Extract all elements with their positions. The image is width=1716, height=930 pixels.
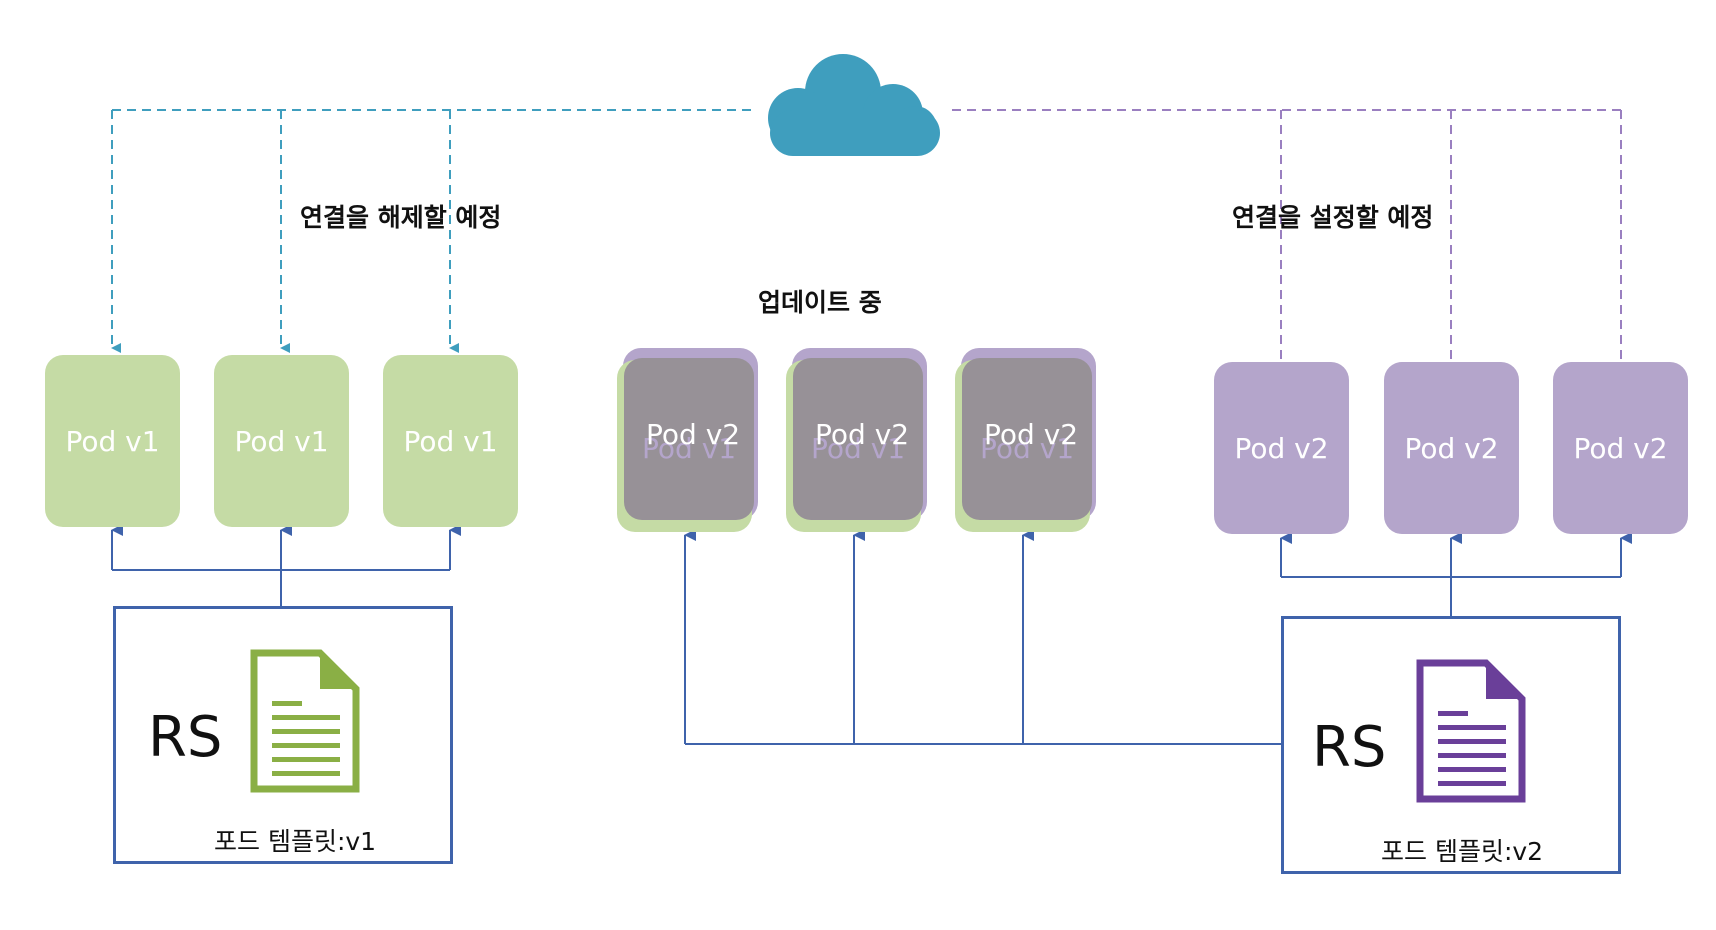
connect-links bbox=[952, 109, 1622, 360]
rs-right-links bbox=[1280, 532, 1632, 616]
document-icon bbox=[1416, 659, 1526, 803]
rs-left-links bbox=[111, 524, 461, 606]
pod-v1-2: Pod v1 bbox=[214, 355, 349, 527]
pod-transition-1-old-label: Pod v1 bbox=[642, 432, 737, 465]
cloud-icon bbox=[768, 54, 940, 156]
pod-transition-1-new-label: Pod v2 bbox=[646, 418, 741, 451]
pod-transition-3-new-label: Pod v2 bbox=[984, 418, 1079, 451]
pod-v2-2: Pod v2 bbox=[1384, 362, 1519, 534]
pod-transition-2-old-label: Pod v1 bbox=[811, 432, 906, 465]
rs-v1-template: 포드 템플릿:v1 bbox=[214, 827, 377, 856]
pod-v2-1: Pod v2 bbox=[1214, 362, 1349, 534]
rs-v2-template: 포드 템플릿:v2 bbox=[1381, 837, 1544, 866]
pod-v1-3: Pod v1 bbox=[383, 355, 518, 527]
pod-v2-3: Pod v2 bbox=[1553, 362, 1688, 534]
connect-label: 연결을 설정할 예정 bbox=[1232, 203, 1434, 232]
document-icon bbox=[250, 649, 360, 793]
pod-transition-3-old-label: Pod v1 bbox=[980, 432, 1075, 465]
rs-v2-label: RS bbox=[1312, 715, 1387, 780]
rs-v1-label: RS bbox=[148, 705, 223, 770]
updating-label: 업데이트 중 bbox=[758, 288, 882, 317]
pod-transition-2-new-label: Pod v2 bbox=[815, 418, 910, 451]
pod-v1-1: Pod v1 bbox=[45, 355, 180, 527]
rs-right-middle-links bbox=[684, 529, 1281, 745]
disconnect-links bbox=[111, 109, 755, 353]
disconnect-label: 연결을 해제할 예정 bbox=[300, 203, 502, 232]
